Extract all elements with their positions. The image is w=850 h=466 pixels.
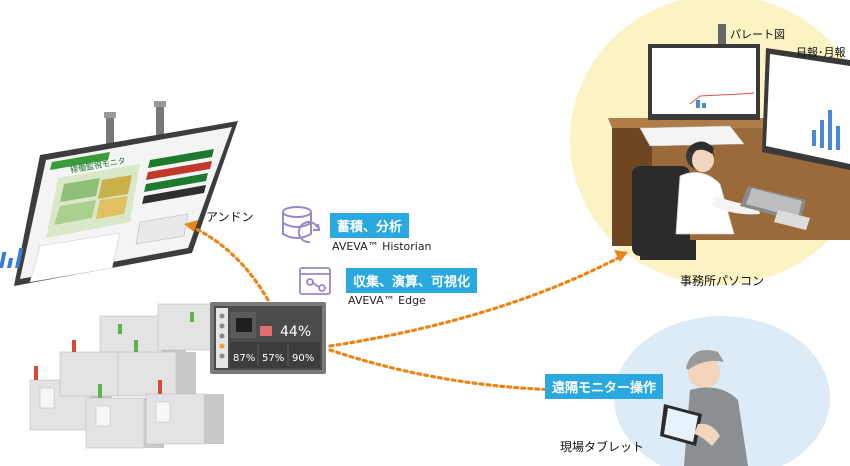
- office-pc-label: 事務所パソコン: [680, 274, 765, 288]
- hmi-big-value: 44%: [280, 324, 311, 340]
- pallet-chart-label: パレート図: [730, 28, 785, 41]
- hmi-value-2: 57%: [262, 353, 284, 364]
- database-icon: [282, 206, 321, 244]
- factory-machines: [29, 303, 232, 449]
- remote-monitor-badge: 遠隔モニター操作: [545, 374, 664, 399]
- arrow-to-office: [328, 254, 624, 348]
- daily-monthly-label: 日報･月報: [796, 46, 846, 59]
- historian-product: AVEVA™ Historian: [332, 240, 432, 253]
- flow-chart-icon: [299, 267, 331, 295]
- field-worker: [660, 350, 748, 466]
- arrow-to-andon: [188, 224, 270, 302]
- andon-label: アンドン: [206, 210, 254, 224]
- hmi-value-1: 87%: [233, 353, 255, 364]
- field-tablet-label: 現場タブレット: [560, 440, 645, 454]
- historian-badge: 蓄積、分析: [330, 213, 410, 238]
- andon-display: [0, 101, 238, 286]
- office-scene: [608, 24, 850, 260]
- edge-badge: 収集、演算、可視化: [346, 268, 478, 293]
- hmi-panel: 44% 87% 57% 90%: [210, 302, 326, 374]
- hmi-value-3: 90%: [292, 353, 314, 364]
- edge-product: AVEVA™ Edge: [348, 294, 426, 307]
